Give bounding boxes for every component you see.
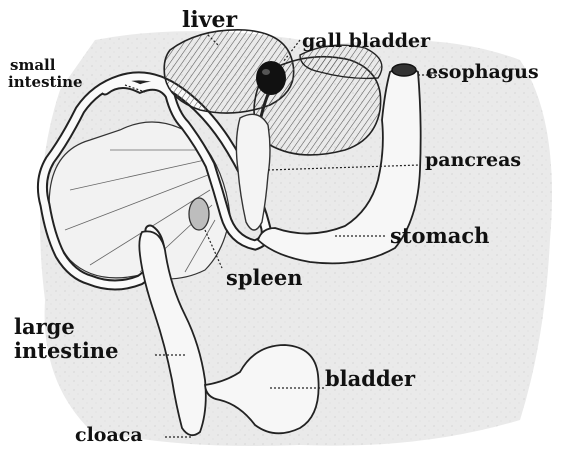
label-large-intestine-2: intestine [14,338,118,363]
label-liver: liver [182,7,237,33]
label-cloaca: cloaca [75,424,143,446]
esophagus-opening [392,64,416,76]
label-large-intestine-1: large [14,314,75,339]
label-stomach: stomach [390,223,489,248]
label-pancreas: pancreas [425,149,521,171]
spleen [189,198,209,230]
label-spleen: spleen [226,265,302,290]
label-small-intestine-2: intestine [8,73,83,91]
label-gall-bladder: gall bladder [302,30,431,52]
label-esophagus: esophagus [426,61,539,83]
label-bladder: bladder [325,366,416,391]
gall-bladder [256,61,286,95]
label-small-intestine-1: small [10,56,56,74]
